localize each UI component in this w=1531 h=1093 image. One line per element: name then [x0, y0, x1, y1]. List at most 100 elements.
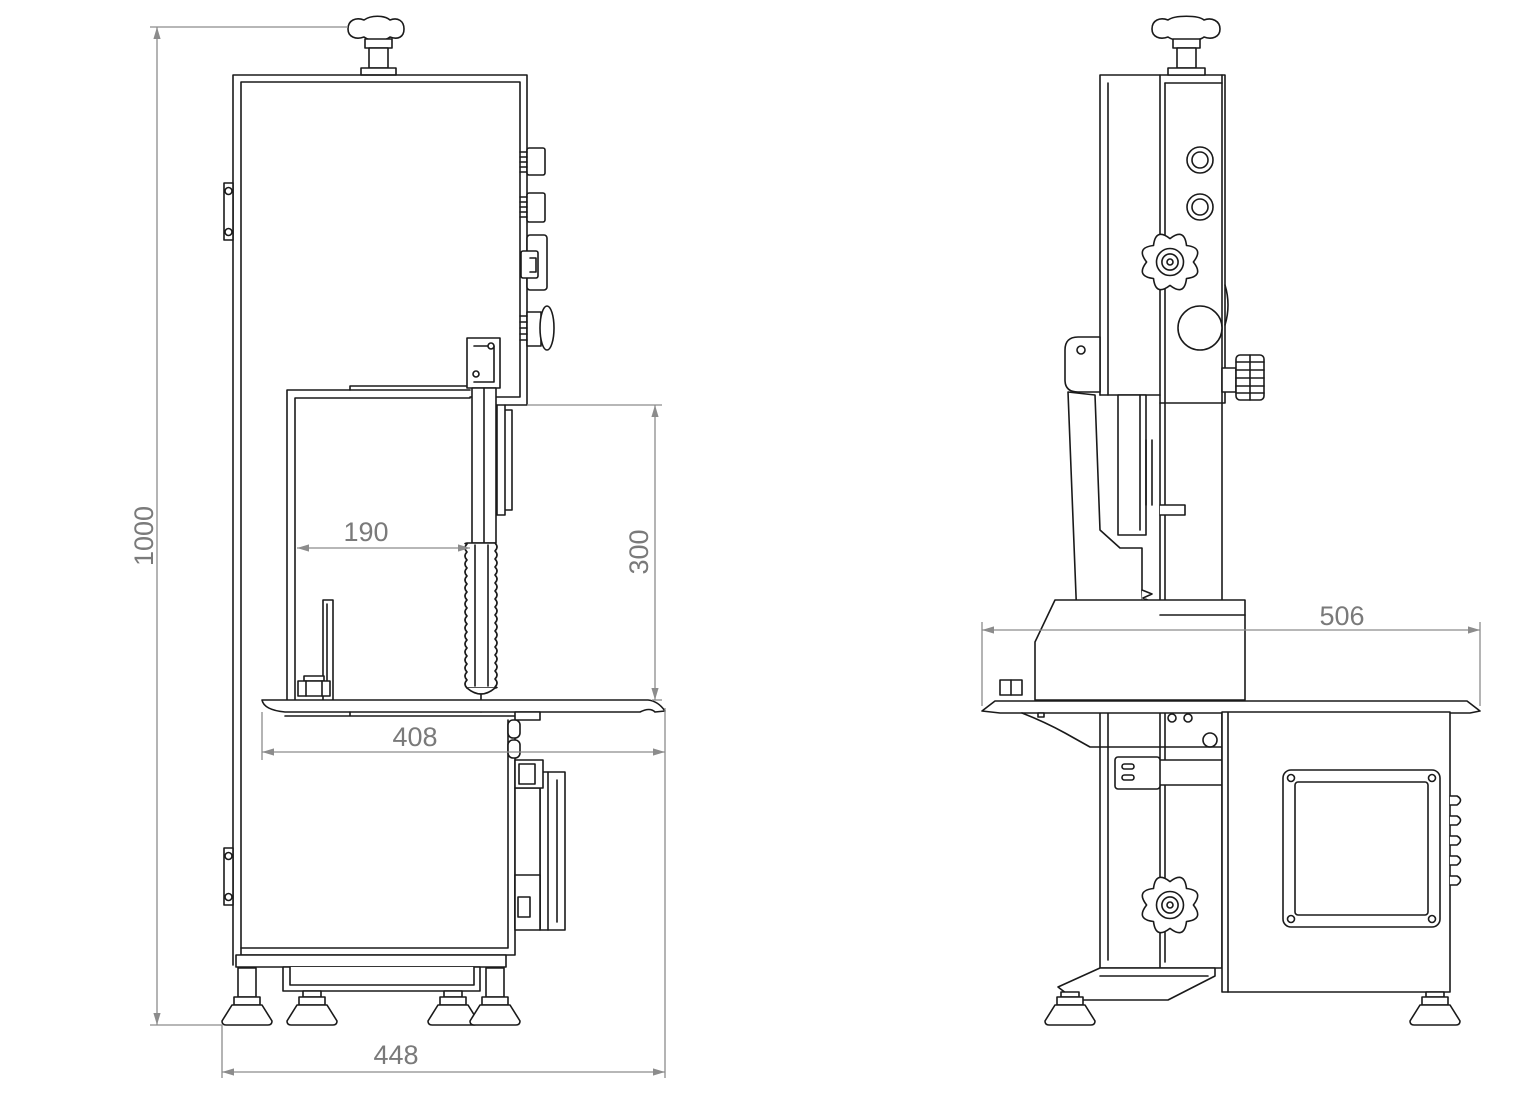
foot-collar [298, 996, 326, 1006]
bracket-bar [1149, 759, 1223, 786]
table-underside-rail [284, 711, 536, 717]
foot-pad [469, 1004, 521, 1026]
top-tension-handle [347, 15, 405, 76]
fence-plate [322, 599, 334, 701]
lower-blade-guide [1159, 504, 1186, 516]
fence-lock-nut [297, 680, 331, 697]
foot-pad [1409, 1004, 1461, 1026]
foot-stem [302, 990, 322, 998]
table-stop [1037, 712, 1045, 718]
base-front [235, 954, 507, 992]
throat-top-step [349, 385, 471, 391]
base-bracket [1057, 967, 1216, 1001]
cabinet-outer-edge [240, 719, 516, 956]
dimension-throat-depth: 190 [297, 517, 470, 552]
hinge-plate [223, 847, 234, 906]
emergency-stop-button [539, 305, 555, 351]
access-panel-inner [1294, 781, 1429, 916]
hinge-screw [224, 851, 233, 861]
dimension-cutting-height: 300 [527, 404, 662, 701]
housing-inner-edge [240, 81, 521, 956]
upper-guide-rail [496, 404, 513, 516]
foot-collar [481, 996, 509, 1006]
cutting-table-front [261, 699, 666, 721]
cooling-vents [1449, 795, 1462, 886]
throat-outer-edge [286, 389, 471, 701]
handle-grip [347, 15, 405, 42]
side-view [981, 15, 1481, 1026]
handle-hub [364, 38, 393, 49]
carriage-block [1034, 599, 1246, 701]
knob-ridges [519, 196, 528, 218]
motor-cover-plate [539, 771, 566, 931]
handle-grip [1151, 15, 1221, 42]
star-knob-center [1166, 901, 1174, 909]
foot-pad [221, 1004, 273, 1026]
dimensions: 1000 190 300 408 448 506 [129, 26, 1481, 1078]
blade-back-lines [1145, 439, 1153, 506]
scale-bracket [1114, 756, 1223, 790]
tracking-disc [1177, 305, 1223, 351]
lower-cabinet [240, 719, 516, 956]
dimension-label: 408 [392, 722, 437, 752]
dimension-label: 300 [624, 529, 654, 574]
bracket-slot [1121, 763, 1135, 770]
cutting-fence [297, 599, 334, 701]
motor-connector-detail [518, 763, 536, 785]
top-tension-handle-side [1151, 15, 1221, 76]
lower-knob [507, 719, 521, 739]
dimension-label: 190 [343, 517, 388, 547]
cabinet-inner-edge [240, 719, 509, 949]
control-knob-upper [526, 147, 546, 176]
blade-guide-assembly [464, 337, 501, 713]
door-hinge-lower [223, 847, 234, 906]
lower-knob [507, 739, 521, 759]
door-hinge-upper [223, 182, 234, 241]
hinge-screw [224, 892, 233, 902]
table-plate-side [981, 700, 1481, 714]
dimension-label: 448 [373, 1040, 418, 1070]
table-bracket [514, 711, 541, 721]
tension-indicator [1224, 284, 1229, 326]
leveling-feet-front [221, 967, 521, 1026]
front-view [221, 15, 666, 1026]
control-panel [519, 147, 555, 351]
handle-collar [360, 67, 397, 76]
lower-wheel-knob-side [1141, 876, 1199, 934]
support-arm [1021, 712, 1223, 748]
guard-bracket [1064, 336, 1101, 393]
handle-stem [368, 47, 389, 69]
blade-guard-tip [466, 687, 496, 695]
support-bolt [1167, 713, 1177, 723]
leveling-feet-side [1044, 991, 1461, 1026]
housing-outline [1099, 74, 1226, 404]
table-carriage [1034, 599, 1246, 701]
blade-guide-post-side [1117, 394, 1147, 536]
side-knob-ridges [1235, 354, 1265, 401]
emergency-stop-stem [526, 311, 542, 347]
dimension-base-width: 448 [221, 1025, 665, 1078]
switch-detail [529, 257, 537, 273]
foot-collar [233, 996, 261, 1006]
hinge-screw [224, 186, 233, 196]
dimension-table-width: 408 [261, 708, 666, 1078]
foot-collar [1421, 996, 1449, 1006]
star-knob-center [1166, 258, 1174, 266]
motor-cabinet-side [1221, 711, 1462, 993]
panel-screw [1286, 773, 1296, 783]
blade-guide-screw [487, 342, 495, 350]
motor-cover [514, 759, 566, 931]
base-rail [235, 954, 507, 968]
housing-outer-edge [232, 74, 528, 966]
panel-screw [1427, 773, 1437, 783]
panel-screw [1286, 914, 1296, 924]
foot-stem [485, 967, 505, 998]
dimension-label: 1000 [129, 506, 159, 566]
blade-guard-serrated [464, 542, 498, 689]
foot-pad [286, 1004, 338, 1026]
knob-ridges [519, 315, 528, 341]
handle-collar [1167, 67, 1206, 76]
motor-terminal-detail [517, 896, 531, 918]
foot-collar [439, 996, 467, 1006]
side-controls [1177, 146, 1265, 401]
